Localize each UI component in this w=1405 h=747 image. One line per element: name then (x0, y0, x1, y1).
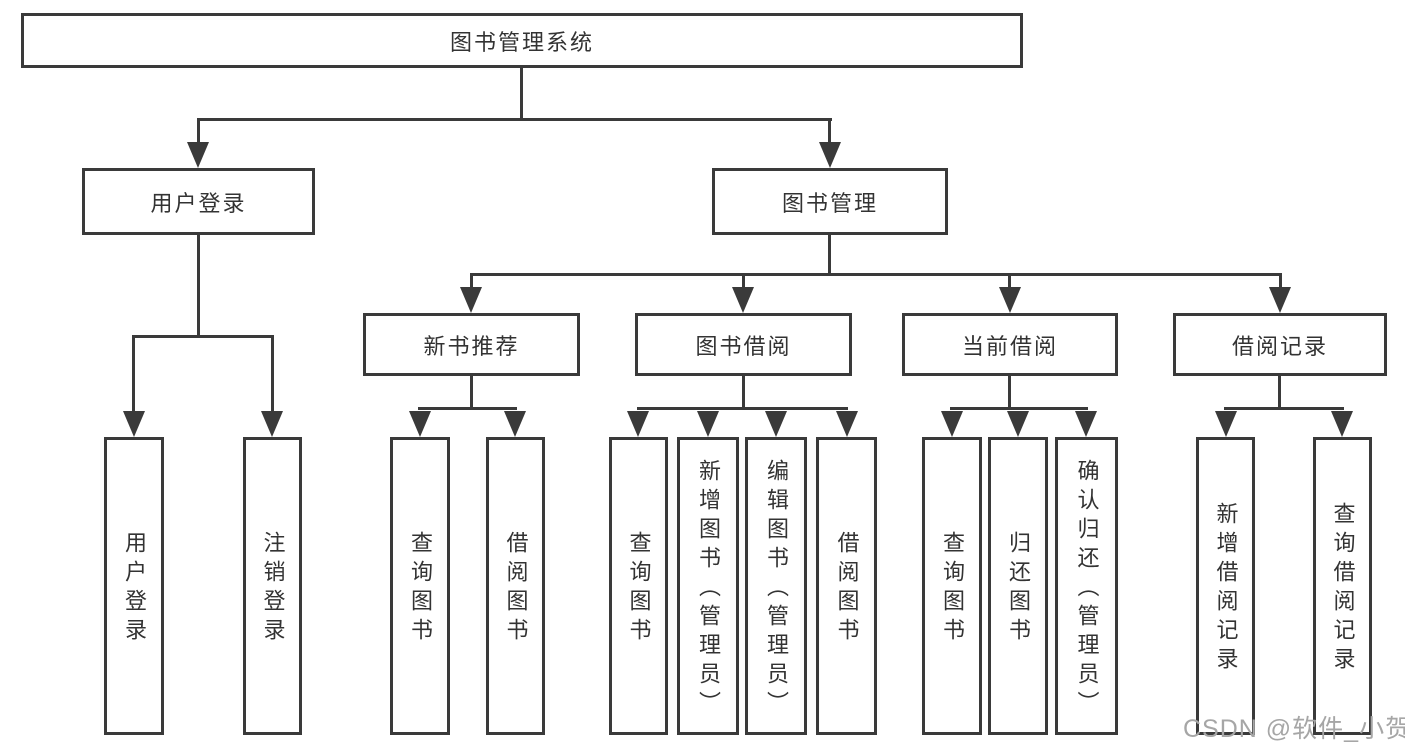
arrow-down-icon (999, 287, 1021, 313)
leaf-borrow-books-1: 借阅图书 (486, 437, 545, 735)
connector-userlogin-drop2 (271, 335, 274, 413)
leaf-query-books-3: 查询图书 (922, 437, 982, 735)
leaf-return-books: 归还图书 (988, 437, 1048, 735)
connector-borrowing-stem (742, 376, 745, 410)
connector-userlogin-stem (197, 235, 200, 338)
connector-newbook-stem (470, 376, 473, 410)
arrow-down-icon (697, 411, 719, 437)
connector-bookmgmt-drop1 (470, 273, 473, 291)
arrow-down-icon (836, 411, 858, 437)
arrow-down-icon (1215, 411, 1237, 437)
leaf-add-borrow-record: 新增借阅记录 (1196, 437, 1255, 735)
node-library-management-system: 图书管理系统 (21, 13, 1023, 68)
connector-current-stem (1008, 376, 1011, 410)
leaf-edit-books-admin: 编辑图书（管理员） (745, 437, 807, 735)
arrow-down-icon (1075, 411, 1097, 437)
arrow-down-icon (409, 411, 431, 437)
connector-root-bar (197, 118, 832, 121)
arrow-down-icon (819, 142, 841, 168)
csdn-watermark: CSDN @软件_小贺同学 (1183, 715, 1405, 743)
leaf-borrow-books-2: 借阅图书 (816, 437, 877, 735)
connector-userlogin-drop1 (132, 335, 135, 413)
node-borrow-records: 借阅记录 (1173, 313, 1387, 376)
connector-records-bar (1224, 407, 1344, 410)
connector-bookmgmt-drop3 (1008, 273, 1011, 291)
arrow-down-icon (627, 411, 649, 437)
connector-root-drop-left (197, 118, 200, 144)
arrow-down-icon (941, 411, 963, 437)
leaf-logout: 注销登录 (243, 437, 302, 735)
node-user-login: 用户登录 (82, 168, 315, 235)
arrow-down-icon (1269, 287, 1291, 313)
arrow-down-icon (1331, 411, 1353, 437)
leaf-confirm-return-admin: 确认归还（管理员） (1055, 437, 1118, 735)
node-book-management: 图书管理 (712, 168, 948, 235)
node-book-borrowing: 图书借阅 (635, 313, 852, 376)
node-current-borrowing: 当前借阅 (902, 313, 1118, 376)
connector-newbook-bar (418, 407, 517, 410)
connector-bookmgmt-drop4 (1279, 273, 1282, 291)
arrow-down-icon (261, 411, 283, 437)
connector-borrowing-bar (637, 407, 848, 410)
connector-bookmgmt-drop2 (742, 273, 745, 291)
leaf-query-books-1: 查询图书 (390, 437, 450, 735)
arrow-down-icon (123, 411, 145, 437)
connector-bookmgmt-bar (470, 273, 1282, 276)
connector-userlogin-bar (132, 335, 274, 338)
node-new-book-recommend: 新书推荐 (363, 313, 580, 376)
arrow-down-icon (187, 142, 209, 168)
leaf-query-borrow-record: 查询借阅记录 (1313, 437, 1372, 735)
arrow-down-icon (732, 287, 754, 313)
connector-root-stem (520, 68, 523, 121)
leaf-user-login: 用户登录 (104, 437, 164, 735)
connector-bookmgmt-stem (828, 235, 831, 276)
leaf-add-books-admin: 新增图书（管理员） (677, 437, 739, 735)
arrow-down-icon (504, 411, 526, 437)
connector-root-drop-right (828, 118, 831, 144)
arrow-down-icon (765, 411, 787, 437)
arrow-down-icon (460, 287, 482, 313)
arrow-down-icon (1007, 411, 1029, 437)
connector-current-bar (950, 407, 1088, 410)
leaf-query-books-2: 查询图书 (609, 437, 668, 735)
connector-records-stem (1278, 376, 1281, 410)
